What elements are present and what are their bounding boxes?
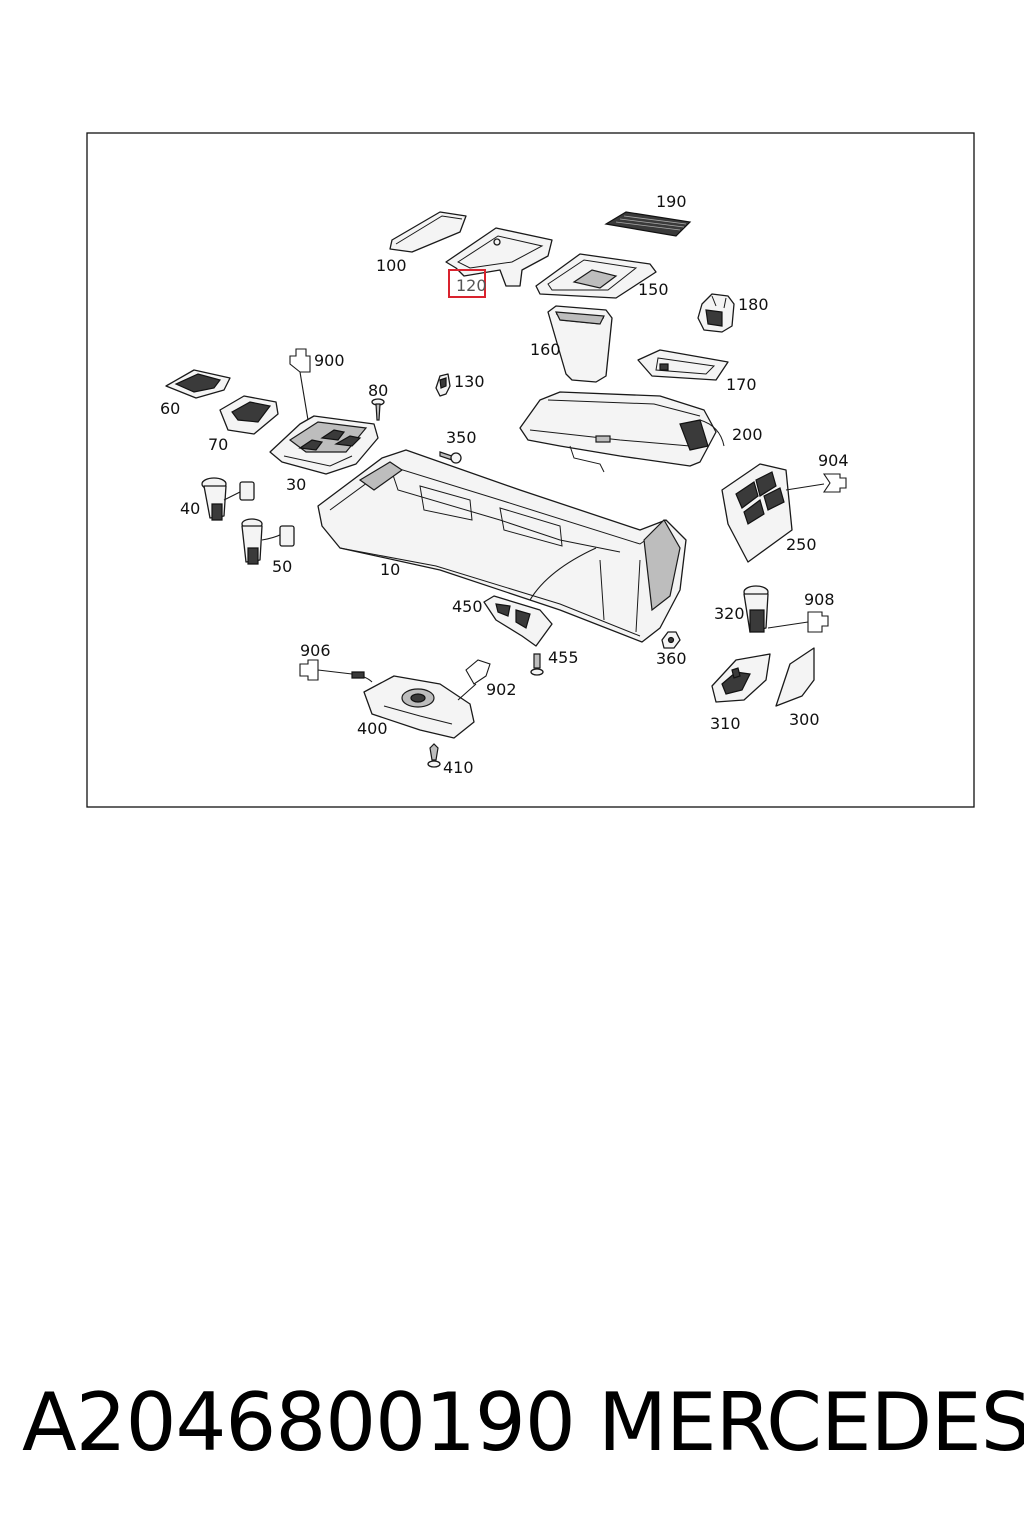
callout-40: 40 <box>180 499 200 518</box>
part-200-armrest <box>519 391 725 473</box>
part-902-connector <box>457 659 491 701</box>
part-360-nut <box>661 631 681 649</box>
callout-906: 906 <box>300 641 331 660</box>
part-160-cupholder <box>547 305 613 383</box>
part-904-connector <box>785 473 847 493</box>
part-120-trim-frame <box>445 227 553 287</box>
callout-360: 360 <box>656 649 687 668</box>
part-100-cover <box>389 211 467 253</box>
callout-410: 410 <box>443 758 474 777</box>
callout-902: 902 <box>486 680 517 699</box>
callout-455: 455 <box>548 648 579 667</box>
callout-250: 250 <box>786 535 817 554</box>
brand-name: MERCEDES <box>598 1376 1024 1469</box>
part-400-assembly <box>351 671 475 739</box>
callout-900: 900 <box>314 351 345 370</box>
callout-400: 400 <box>357 719 388 738</box>
callout-300: 300 <box>789 710 820 729</box>
callout-30: 30 <box>286 475 306 494</box>
callout-200: 200 <box>732 425 763 444</box>
diagram-border <box>86 132 975 808</box>
part-40-socket <box>201 477 255 521</box>
part-30-switch-panel <box>269 415 379 475</box>
part-150-trim-panel <box>535 253 657 299</box>
highlight-box-120 <box>448 269 486 298</box>
callout-908: 908 <box>804 590 835 609</box>
callout-100: 100 <box>376 256 407 275</box>
part-50-socket <box>241 518 295 565</box>
callout-150: 150 <box>638 280 669 299</box>
footer: A2046800190 MERCEDES <box>0 1368 1024 1478</box>
callout-310: 310 <box>710 714 741 733</box>
callout-450: 450 <box>452 597 483 616</box>
part-908-connector <box>767 611 829 633</box>
part-60-mat <box>165 369 231 399</box>
callout-320: 320 <box>714 604 745 623</box>
part-900-connector <box>289 348 311 421</box>
part-70-tray <box>219 395 279 435</box>
part-170-liner <box>637 349 729 381</box>
callout-60: 60 <box>160 399 180 418</box>
callout-130: 130 <box>454 372 485 391</box>
part-180-switch <box>697 293 735 333</box>
part-80-screw <box>371 398 385 421</box>
part-450-bracket <box>483 595 553 647</box>
callout-180: 180 <box>738 295 769 314</box>
part-350-screw <box>439 451 462 464</box>
part-190-mat <box>604 211 692 237</box>
part-320-socket <box>743 585 769 633</box>
callout-350: 350 <box>446 428 477 447</box>
part-250-vent <box>721 463 793 563</box>
callout-170: 170 <box>726 375 757 394</box>
callout-10: 10 <box>380 560 400 579</box>
part-906-connector <box>299 659 353 681</box>
part-410-screw <box>427 743 441 768</box>
callout-904: 904 <box>818 451 849 470</box>
callout-160: 160 <box>530 340 561 359</box>
callout-50: 50 <box>272 557 292 576</box>
part-310-bezel <box>711 653 771 703</box>
part-300-panel <box>775 647 815 707</box>
part-number: A2046800190 <box>22 1376 576 1469</box>
part-130-clip <box>435 373 451 397</box>
callout-70: 70 <box>208 435 228 454</box>
part-455-screw <box>530 653 544 676</box>
callout-80: 80 <box>368 381 388 400</box>
part-10-console-body <box>317 449 687 643</box>
callout-120: 120 <box>456 276 487 295</box>
callout-190: 190 <box>656 192 687 211</box>
